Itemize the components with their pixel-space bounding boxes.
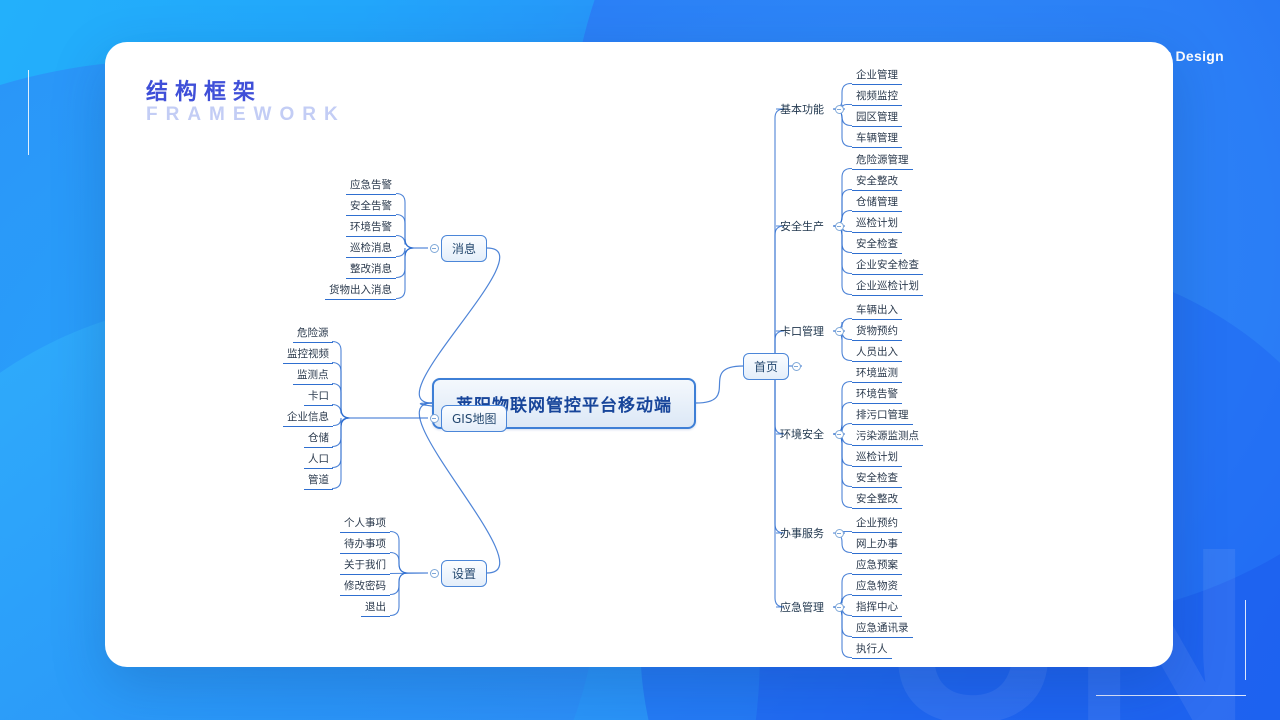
mindmap-left-leaf-2-1[interactable]: 危险源 [293,324,333,343]
mindmap-left-leaf-1-3[interactable]: 环境告警 [346,218,396,237]
mindmap-left-node-3[interactable]: 设置 [441,559,488,587]
mindmap-leaf-2-2[interactable]: 安全整改 [852,172,902,191]
mindmap-branch-2-label[interactable]: 安全生产 [780,220,824,233]
mindmap-connectors [331,82,852,659]
toggle-homepage[interactable] [791,361,801,371]
mindmap-leaf-4-6[interactable]: 安全检查 [852,469,902,488]
mindmap-left-node-1[interactable]: 消息 [441,234,488,262]
mindmap-branch-4-label[interactable]: 环境安全 [780,428,824,441]
mindmap-leaf-2-5[interactable]: 安全检查 [852,235,902,254]
mindmap-leaf-6-4[interactable]: 应急通讯录 [852,619,913,638]
mindmap-left-leaf-3-2[interactable]: 待办事项 [340,535,390,554]
toggle-left-2[interactable] [429,413,439,423]
mindmap-left-leaf-1-4[interactable]: 巡检消息 [346,239,396,258]
mindmap-leaf-4-1[interactable]: 环境监测 [852,364,902,383]
mindmap-branch-6-label[interactable]: 应急管理 [780,601,824,614]
mindmap-leaf-1-1[interactable]: 企业管理 [852,66,902,85]
mindmap-left-leaf-3-5[interactable]: 退出 [361,598,390,617]
mindmap-left-leaf-1-6[interactable]: 货物出入消息 [325,281,396,300]
mindmap-branch-3-label[interactable]: 卡口管理 [780,325,824,338]
mindmap-left-leaf-2-3[interactable]: 监测点 [293,366,333,385]
mindmap-left-leaf-3-3[interactable]: 关于我们 [340,556,390,575]
mindmap-left-leaf-1-1[interactable]: 应急告警 [346,176,396,195]
mindmap-leaf-6-3[interactable]: 指挥中心 [852,598,902,617]
decor-line-left [28,70,29,155]
mindmap-left-leaf-3-1[interactable]: 个人事项 [340,514,390,533]
mindmap-left-leaf-2-6[interactable]: 仓储 [304,429,333,448]
mindmap-left-leaf-2-4[interactable]: 卡口 [304,387,333,406]
mindmap-leaf-5-2[interactable]: 网上办事 [852,535,902,554]
mindmap-leaf-3-2[interactable]: 货物预约 [852,322,902,341]
mindmap-leaf-3-1[interactable]: 车辆出入 [852,301,902,320]
decor-line-right [1245,600,1246,680]
mindmap-leaf-4-5[interactable]: 巡检计划 [852,448,902,467]
mindmap-leaf-6-1[interactable]: 应急预案 [852,556,902,575]
toggle-branch-4[interactable] [834,429,844,439]
mindmap-left-leaf-3-4[interactable]: 修改密码 [340,577,390,596]
mindmap-leaf-2-3[interactable]: 仓储管理 [852,193,902,212]
mindmap-left-leaf-1-2[interactable]: 安全告警 [346,197,396,216]
mindmap-leaf-4-3[interactable]: 排污口管理 [852,406,913,425]
mindmap: 莱阳物联网管控平台移动端首页基本功能企业管理视频监控园区管理车辆管理安全生产危险… [105,42,1173,667]
mindmap-leaf-1-4[interactable]: 车辆管理 [852,129,902,148]
mindmap-leaf-2-6[interactable]: 企业安全检查 [852,256,923,275]
mindmap-branch-1-label[interactable]: 基本功能 [780,103,824,116]
mindmap-leaf-2-4[interactable]: 巡检计划 [852,214,902,233]
mindmap-leaf-1-3[interactable]: 园区管理 [852,108,902,127]
mindmap-root-node[interactable]: 莱阳物联网管控平台移动端 [432,377,696,429]
mindmap-left-leaf-2-7[interactable]: 人口 [304,450,333,469]
decor-line-bottom [1096,695,1246,696]
toggle-branch-5[interactable] [834,528,844,538]
mindmap-leaf-4-7[interactable]: 安全整改 [852,490,902,509]
toggle-branch-3[interactable] [834,326,844,336]
mindmap-leaf-5-1[interactable]: 企业预约 [852,514,902,533]
mindmap-node-homepage[interactable]: 首页 [743,352,790,380]
toggle-branch-6[interactable] [834,602,844,612]
toggle-left-3[interactable] [429,568,439,578]
mindmap-left-leaf-2-5[interactable]: 企业信息 [283,408,333,427]
toggle-branch-2[interactable] [834,221,844,231]
mindmap-left-node-2[interactable]: GIS地图 [441,404,508,432]
page-title-en: FRAMEWORK [146,104,346,125]
toggle-branch-1[interactable] [834,104,844,114]
page-title-cn: 结构框架 [146,80,263,105]
mindmap-leaf-3-3[interactable]: 人员出入 [852,343,902,362]
mindmap-branch-5-label[interactable]: 办事服务 [780,527,824,540]
slide-card: 结构框架 FRAMEWORK 莱阳物联网管控平台移动端 首页 基本功能 企业管理视频监… [105,42,1173,667]
mindmap-leaf-2-7[interactable]: 企业巡检计划 [852,277,923,296]
mindmap-leaf-4-4[interactable]: 污染源监测点 [852,427,923,446]
mindmap-left-leaf-2-2[interactable]: 监控视频 [283,345,333,364]
mindmap-leaf-1-2[interactable]: 视频监控 [852,87,902,106]
mindmap-leaf-4-2[interactable]: 环境告警 [852,385,902,404]
mindmap-leaf-6-2[interactable]: 应急物资 [852,577,902,596]
mindmap-left-leaf-1-5[interactable]: 整改消息 [346,260,396,279]
mindmap-leaf-6-5[interactable]: 执行人 [852,640,892,659]
mindmap-leaf-2-1[interactable]: 危险源管理 [852,151,913,170]
toggle-left-1[interactable] [429,243,439,253]
mindmap-left-leaf-2-8[interactable]: 管道 [304,471,333,490]
